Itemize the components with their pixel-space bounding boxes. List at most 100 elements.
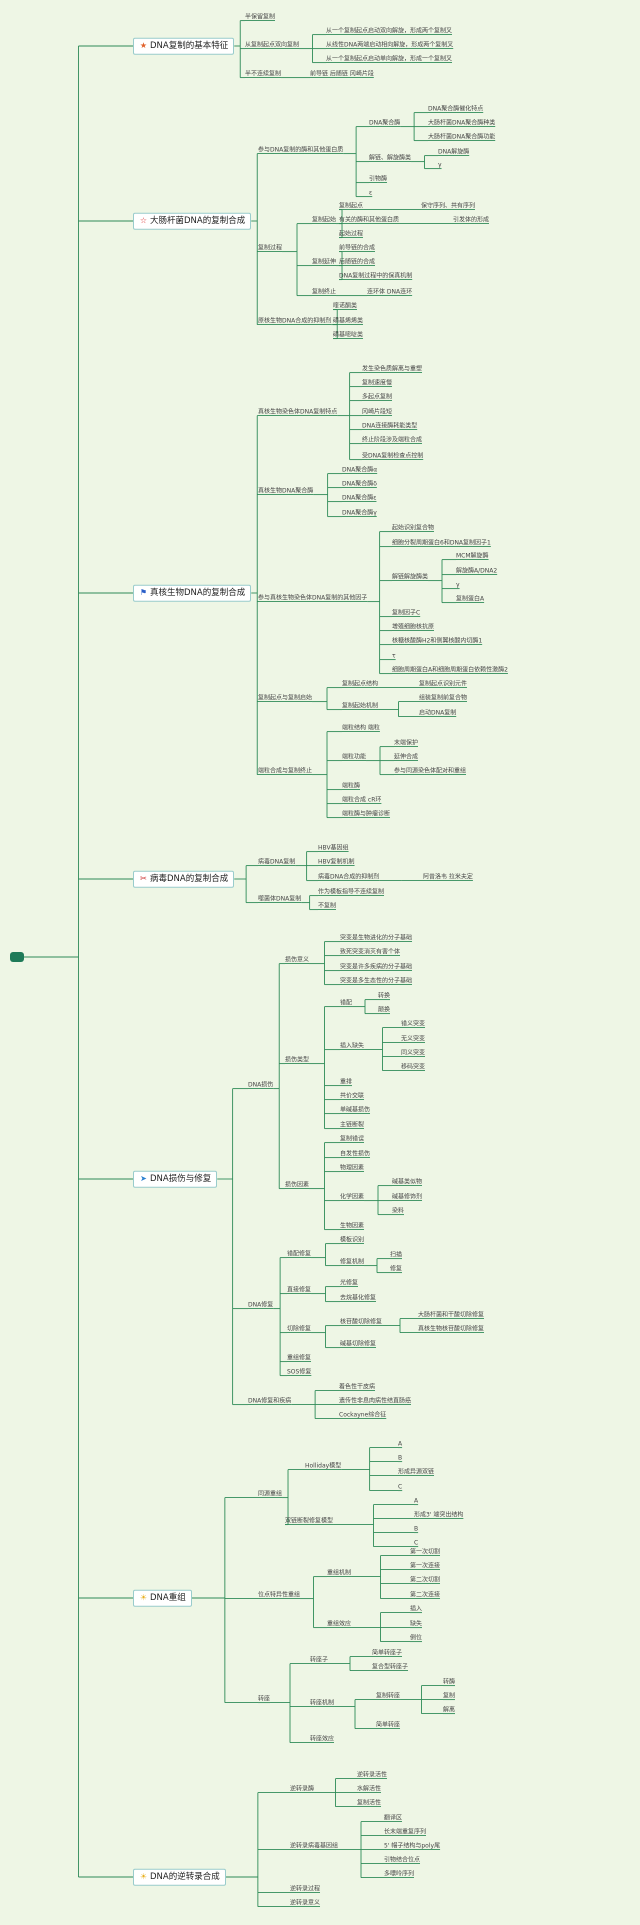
main-topic-s3[interactable]: ⚑真核生物DNA的复制合成 [133, 584, 252, 602]
topic-e2c2: 碱基切除修复 [340, 1340, 377, 1348]
topic-e1a4: 突变是多生态性的分子基础 [340, 977, 413, 985]
topic-c1c: 多起点复制 [362, 393, 393, 401]
topic-f2a3: 第二次切割 [410, 1576, 441, 1584]
topic-b2a1x: 保守序列、共有序列 [421, 202, 476, 210]
topic-a1: 半保留复制 [245, 13, 276, 21]
topic-a3a: 前导链 后随链 冈崎片段 [310, 70, 374, 78]
topic-c5b: 端粒功能 [342, 753, 367, 761]
topic-e2b1: 光修复 [340, 1279, 359, 1287]
main-topic-s5[interactable]: ➤DNA损伤与修复 [133, 1170, 218, 1188]
topic-f1: 同源重组 [258, 1490, 283, 1498]
main-topic-label: 病毒DNA的复制合成 [150, 873, 229, 884]
topic-a2a: 从一个复制起点启动双向解旋，形成两个复制叉 [326, 27, 453, 35]
topic-g1a: 逆转录活性 [357, 1771, 388, 1779]
topic-b2b: 复制延伸 [312, 258, 337, 266]
topic-c3c4: 复制蛋白A [456, 595, 485, 603]
topic-e1c1: 复制错误 [340, 1135, 365, 1143]
topic-c1f: 终止阶段涉及端粒合成 [362, 436, 423, 444]
topic-c5: 端粒合成与复制终止 [258, 767, 313, 775]
topic-c3c1: MCM解旋酶 [456, 552, 489, 560]
topic-e3b: 遗传性非息肉病性结直肠癌 [339, 1397, 412, 1405]
topic-g2d: 引物结合位点 [384, 1856, 421, 1864]
topic-b3b: 磺基烯烯类 [333, 317, 364, 325]
main-topic-s4[interactable]: ✂病毒DNA的复制合成 [133, 870, 235, 888]
root-topic[interactable] [10, 952, 24, 962]
topic-f3b1a: 转酶 [443, 1678, 456, 1686]
topic-c1a: 发生染色质解离与重塑 [362, 365, 423, 373]
topic-c3d: 复制因子C [392, 609, 421, 617]
topic-b2a2: 有关的酶和其他蛋白质 [339, 216, 400, 224]
topic-e1a: 损伤意义 [285, 956, 310, 964]
topic-f3c: 转座效应 [310, 1735, 335, 1743]
topic-f1b4: C [414, 1539, 419, 1547]
main-topic-s1[interactable]: ★DNA复制的基本特征 [133, 37, 235, 55]
topic-f3b: 转座机制 [310, 1699, 335, 1707]
topic-f3b2: 简单转座 [376, 1721, 401, 1729]
topic-f2b3: 倒位 [410, 1634, 423, 1642]
topic-e2e: SOS修复 [287, 1368, 312, 1376]
topic-f2: 位点特异性重组 [258, 1591, 301, 1599]
topic-a2c: 从一个复制起点启动单向解旋，形成一个复制叉 [326, 55, 453, 63]
topic-d2a: 作为模板指导不连续复制 [318, 888, 385, 896]
topic-c1b: 复制速度慢 [362, 379, 393, 387]
main-topic-s7[interactable]: ☀DNA的逆转录合成 [133, 1868, 226, 1886]
topic-c5d: 端粒合成 cR环 [342, 796, 382, 804]
topic-c5b1: 末端保护 [394, 739, 419, 747]
topic-c2: 真核生物DNA聚合酶 [258, 487, 314, 495]
topic-b2: 复制过程 [258, 244, 283, 252]
topic-f1b1: A [414, 1497, 419, 1505]
topic-c4: 复制起点与复制启始 [258, 694, 313, 702]
topic-f1b: 双链断裂修复模型 [285, 1517, 334, 1525]
main-topic-s2[interactable]: ☆大肠杆菌DNA的复制合成 [133, 212, 252, 230]
topic-b2b2: 后随链的合成 [339, 258, 376, 266]
topic-f2a4: 第二次连接 [410, 1591, 441, 1599]
topic-f3: 转座 [258, 1695, 271, 1703]
topic-c4a: 复制起点结构 [342, 680, 379, 688]
topic-b2a1: 复制起点 [339, 202, 364, 210]
topic-e3a: 着色性干皮病 [339, 1383, 376, 1391]
topic-b2a3: 起始过程 [339, 230, 364, 238]
topic-c3e: 增殖细胞核抗原 [392, 623, 435, 631]
topic-b2b1: 前导链的合成 [339, 244, 376, 252]
topic-b3a: 喹诺酮类 [333, 302, 358, 310]
topic-c4a1: 复制起点识别元件 [419, 680, 468, 688]
topic-e1c3: 物理因素 [340, 1164, 365, 1172]
topic-e1c5: 生物因素 [340, 1222, 365, 1230]
topic-c3h: 细胞周期蛋白A和细胞周期蛋白依赖性激酶2 [392, 666, 508, 674]
topic-e2a2: 修复机制 [340, 1258, 365, 1266]
topic-e1b6: 主链断裂 [340, 1121, 365, 1129]
topic-g2: 逆转录病毒基因组 [290, 1842, 339, 1850]
topic-d1b: HBV复制机制 [318, 858, 355, 866]
topic-b1b: 解链、解旋酶类 [369, 154, 412, 162]
topic-e2d: 重组修复 [287, 1354, 312, 1362]
topic-e1a1: 突变是生物进化的分子基础 [340, 934, 413, 942]
topic-e2: DNA修复 [248, 1301, 274, 1309]
topic-c1e: DNA连接酶耗能类型 [362, 422, 418, 430]
topic-e1c4a: 碱基类似物 [392, 1178, 423, 1186]
topic-c2c: DNA聚合酶ε [342, 494, 377, 502]
topic-g1b: 水解活性 [357, 1785, 382, 1793]
topic-b3c: 磺基嘧啶类 [333, 331, 364, 339]
topic-g2c: 5' 帽子结构与poly尾 [384, 1842, 441, 1850]
topic-e2a2a: 扫描 [390, 1251, 403, 1259]
topic-e1b2a: 错义突变 [401, 1020, 426, 1028]
topic-c3c2: 解旋酶A/DNA2 [456, 567, 498, 575]
topic-e1b5: 单碱基损伤 [340, 1106, 371, 1114]
topic-g3: 逆转录过程 [290, 1885, 321, 1893]
topic-d1a: HBV基因组 [318, 844, 349, 852]
flag-icon: ⚑ [139, 587, 148, 597]
topic-f2b: 重组效应 [327, 1620, 352, 1628]
topic-e1b: 损伤类型 [285, 1056, 310, 1064]
topic-f3b1: 复制转座 [376, 1692, 401, 1700]
main-topic-label: 大肠杆菌DNA的复制合成 [150, 215, 246, 226]
topic-c2b: DNA聚合酶δ [342, 480, 377, 488]
topic-b1a3: 大肠杆菌DNA聚合酶功能 [428, 133, 496, 141]
topic-e1c4: 化学因素 [340, 1193, 365, 1201]
topic-e1b4: 共价交联 [340, 1092, 365, 1100]
main-topic-s6[interactable]: ☀DNA重组 [133, 1589, 192, 1607]
main-topic-label: DNA复制的基本特征 [150, 40, 229, 51]
topic-c5a: 端粒结构 端粒 [342, 724, 380, 732]
topic-f3a: 转座子 [310, 1656, 329, 1664]
topic-e1b2b: 无义突变 [401, 1035, 426, 1043]
